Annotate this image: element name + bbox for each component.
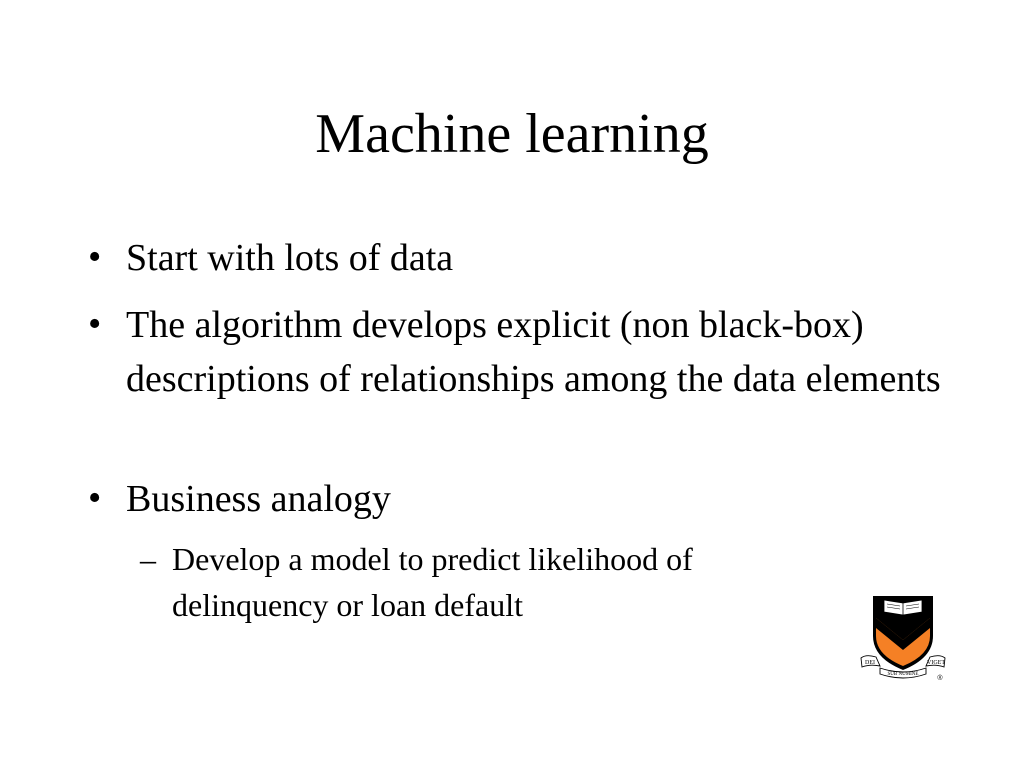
bullet-text: Start with lots of data (126, 237, 454, 279)
princeton-shield-icon: DEI VIGET SUB NUMINE ® (860, 596, 946, 682)
ribbon-right (925, 655, 946, 668)
motto-right: VIGET (927, 660, 945, 666)
motto-center: SUB NUMINE (888, 672, 919, 677)
sub-bullet-text: Develop a model to predict likelihood of… (172, 541, 693, 623)
bullet-marker: • (88, 477, 102, 519)
bullet-text: Business analogy (126, 478, 391, 520)
bullet-marker: • (88, 236, 102, 278)
slide-title: Machine learning (315, 103, 709, 165)
registered-mark: ® (937, 674, 943, 682)
sub-bullet-marker: – (140, 541, 156, 577)
motto-left: DEI (865, 660, 875, 666)
ribbon-center (879, 667, 927, 679)
shield-chevron (876, 618, 930, 650)
bullet-marker: • (88, 303, 102, 345)
bullet-text: The algorithm develops explicit (non bla… (126, 304, 941, 400)
ribbon-left (860, 655, 881, 668)
